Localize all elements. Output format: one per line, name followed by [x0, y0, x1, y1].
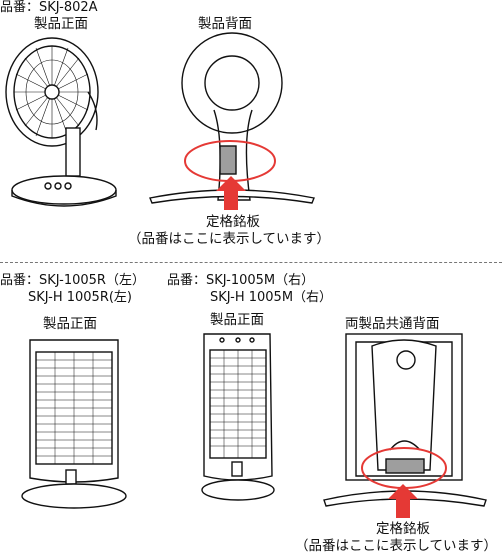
top-model-number: 品番：SKJ-802A — [0, 0, 98, 15]
section-divider — [0, 262, 502, 263]
top-rating-plate-note: （品番はここに表示しています） — [127, 231, 331, 247]
fan-front-illustration — [5, 37, 117, 207]
bottom-model-right-line1: 品番：SKJ-1005M（右） — [167, 273, 315, 288]
bottom-rating-plate-label: 定格銘板 — [376, 521, 430, 537]
top-back-title: 製品背面 — [198, 16, 252, 32]
bottom-rating-plate-note: （品番はここに表示しています） — [294, 538, 498, 554]
bottom-model-left-line1: 品番：SKJ-1005R（左） — [0, 273, 145, 288]
fan-back-illustration — [149, 32, 315, 204]
heater-back-illustration — [323, 333, 487, 507]
bottom-model-left-line2: SKJ-H 1005R(左) — [28, 290, 133, 305]
heater-front-right-illustration — [201, 333, 275, 501]
top-rating-plate-label: 定格銘板 — [206, 214, 260, 230]
bottom-back-title: 両製品共通背面 — [345, 316, 440, 332]
bottom-front-title-left: 製品正面 — [43, 316, 97, 332]
bottom-front-title-right: 製品正面 — [210, 312, 264, 328]
bottom-model-right-line2: SKJ-H 1005M（右） — [210, 290, 333, 305]
top-front-title: 製品正面 — [34, 16, 88, 32]
bottom-red-up-arrow-icon — [388, 484, 418, 518]
top-red-up-arrow-icon — [216, 176, 246, 210]
heater-front-left-illustration — [21, 339, 127, 509]
